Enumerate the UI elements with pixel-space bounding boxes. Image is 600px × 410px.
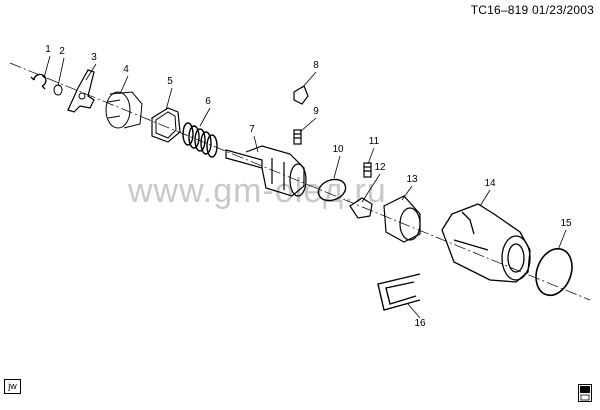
callout-7: 7 bbox=[249, 124, 255, 135]
callout-5: 5 bbox=[167, 76, 173, 87]
detent-plate-12 bbox=[349, 197, 373, 219]
washer-2 bbox=[53, 84, 63, 96]
o-ring-10 bbox=[317, 178, 347, 202]
callout-3: 3 bbox=[91, 52, 97, 63]
callout-8: 8 bbox=[313, 60, 319, 71]
cam-housing-4 bbox=[105, 91, 143, 129]
callout-9: 9 bbox=[313, 106, 319, 117]
callout-11: 11 bbox=[369, 136, 380, 147]
snap-ring-15 bbox=[535, 247, 573, 297]
callout-10: 10 bbox=[332, 144, 344, 155]
lever-arm-3 bbox=[67, 69, 95, 113]
callout-6: 6 bbox=[205, 96, 211, 107]
callout-4: 4 bbox=[123, 64, 129, 75]
lock-housing-14 bbox=[441, 203, 531, 283]
small-spring-11 bbox=[363, 162, 372, 178]
callout-16: 16 bbox=[414, 318, 426, 329]
callout-14: 14 bbox=[484, 178, 496, 189]
sleeve-13 bbox=[383, 195, 421, 243]
document-id: TC16–819 01/23/2003 bbox=[470, 3, 594, 17]
key-tab-8 bbox=[293, 85, 309, 105]
callout-12: 12 bbox=[374, 162, 386, 173]
gasket-plate-5 bbox=[151, 107, 181, 143]
callout-1: 1 bbox=[45, 44, 51, 55]
callout-2: 2 bbox=[59, 46, 65, 57]
watermark-text: www.gm-oleд.ru bbox=[128, 172, 387, 210]
callout-13: 13 bbox=[406, 174, 418, 185]
author-initials: jw bbox=[4, 379, 21, 394]
leader-lines bbox=[43, 55, 567, 319]
callout-15: 15 bbox=[560, 218, 572, 229]
retaining-clip-1 bbox=[30, 73, 47, 90]
coil-spring-6 bbox=[182, 122, 218, 158]
gm-logo-icon bbox=[578, 384, 592, 402]
lock-shaft-7 bbox=[225, 145, 307, 197]
small-spring-9 bbox=[293, 129, 302, 145]
retainer-clip-16 bbox=[377, 273, 421, 311]
